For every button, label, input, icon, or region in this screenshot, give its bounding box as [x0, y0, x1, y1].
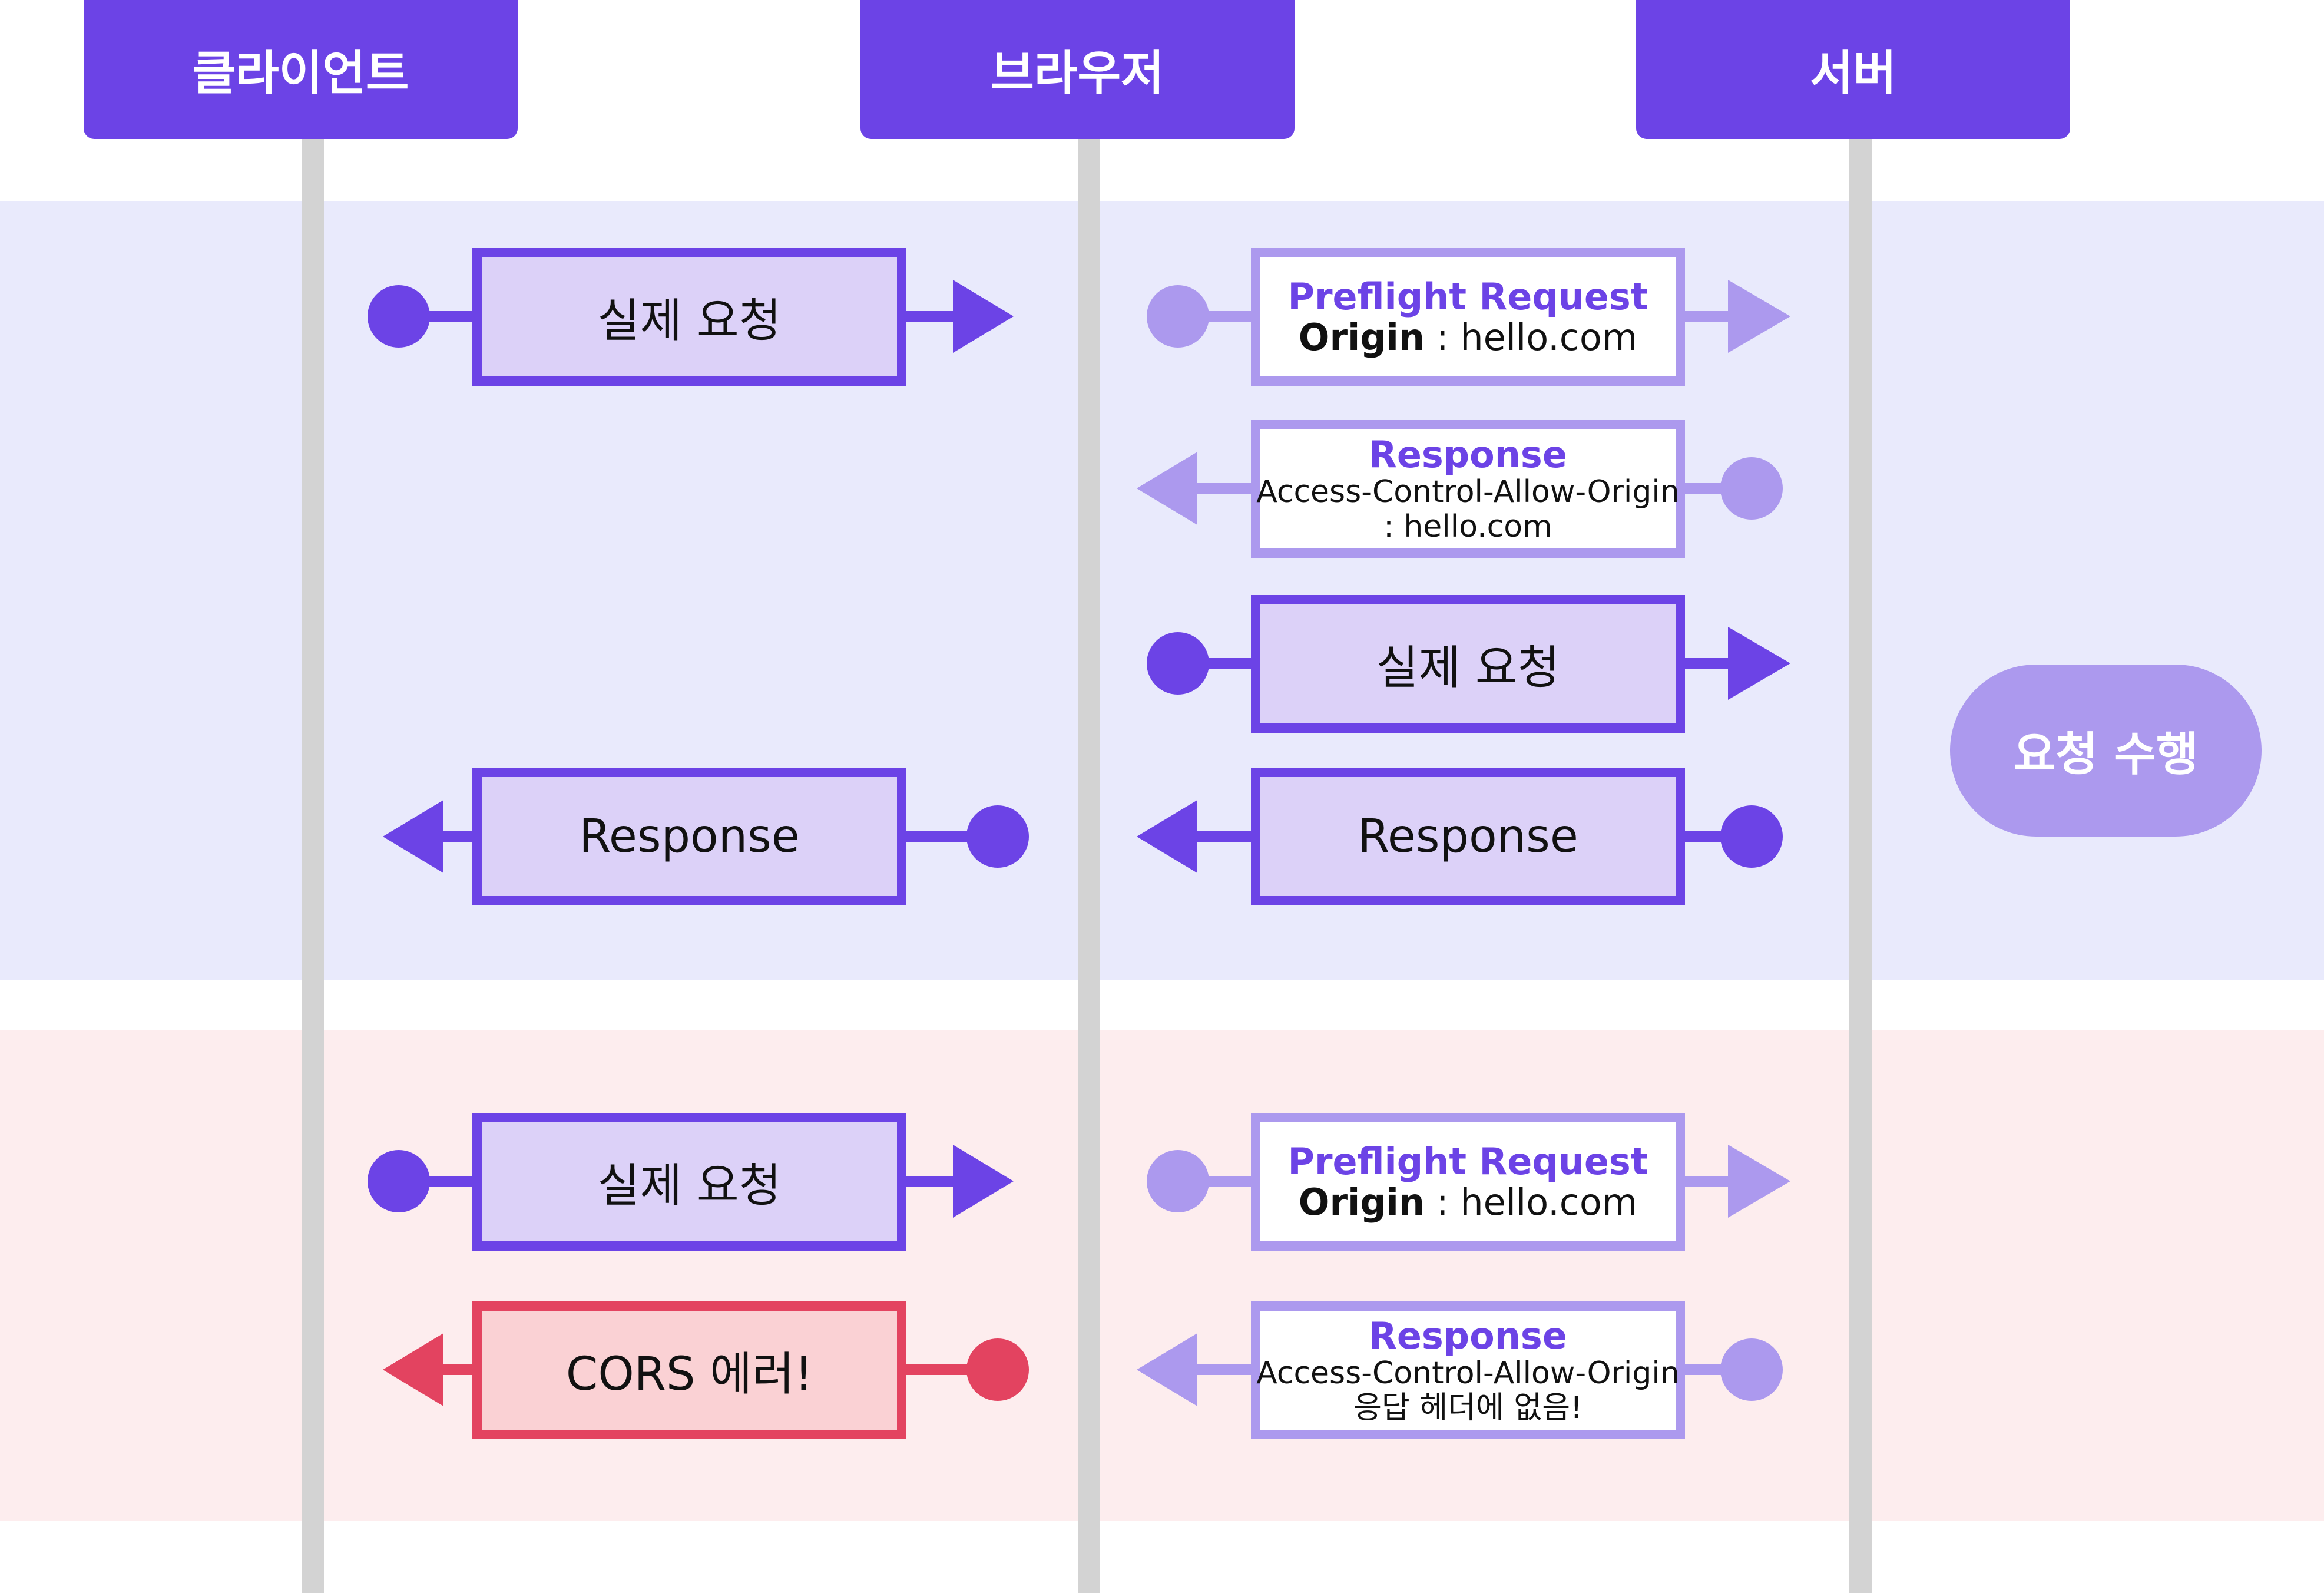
client-lifeline	[302, 139, 324, 1593]
actor-server: 서버	[1636, 0, 2070, 139]
message-label: Response	[1358, 810, 1578, 863]
message-label: Response	[579, 810, 800, 863]
message-title: Preflight Request	[1287, 275, 1648, 318]
header-name: Access-Control-Allow-Origin	[1256, 474, 1680, 510]
header-key: Origin	[1298, 1181, 1425, 1224]
message-label: 실제 요청	[597, 295, 782, 348]
actor-client: 클라이언트	[84, 0, 518, 139]
error-label: CORS 에러!	[565, 1348, 813, 1401]
message-title: Preflight Request	[1287, 1139, 1648, 1183]
actor-browser: 브라우저	[860, 0, 1295, 139]
header-key: Origin	[1298, 316, 1425, 359]
header-value: : hello.com	[1425, 1181, 1638, 1224]
header-name: Access-Control-Allow-Origin	[1256, 1356, 1680, 1392]
failure-scenario-band	[0, 1030, 2324, 1521]
header-value: : hello.com	[1425, 316, 1638, 359]
message-title: Response	[1369, 1314, 1567, 1358]
header-missing-note: 응답 헤더에 없음!	[1353, 1390, 1583, 1426]
message-label: 실제 요청	[1376, 642, 1560, 695]
message-title: Response	[1369, 433, 1567, 477]
server-perform-request-badge: 요청 수행	[1950, 665, 2262, 837]
browser-lifeline	[1078, 139, 1100, 1593]
message-label: 실제 요청	[597, 1159, 782, 1212]
server-lifeline	[1849, 139, 1872, 1593]
header-value: : hello.com	[1383, 508, 1552, 544]
